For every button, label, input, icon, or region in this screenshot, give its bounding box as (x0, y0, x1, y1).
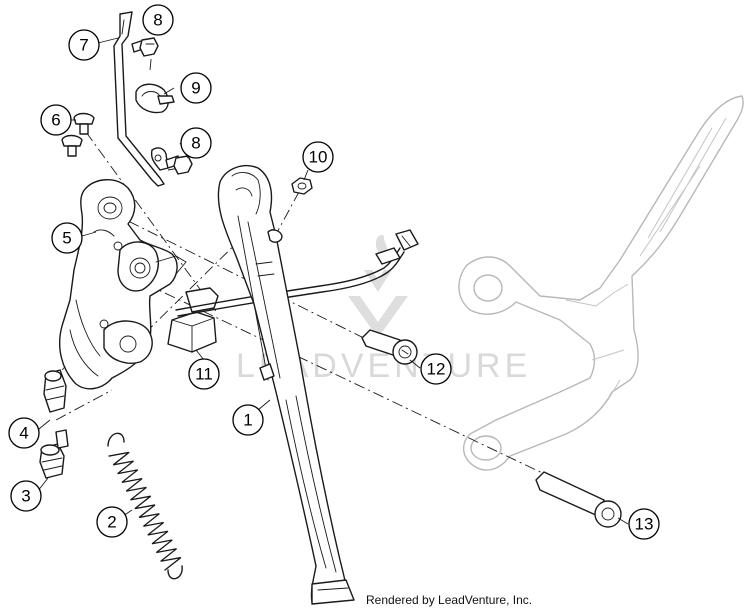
callout-5-label: 5 (62, 229, 71, 248)
callout-1-label: 1 (243, 411, 252, 430)
callout-4-label: 4 (19, 424, 28, 443)
callout-8-lower-label: 8 (191, 134, 200, 153)
callout-10-label: 10 (309, 148, 328, 167)
bolt-lower (165, 155, 193, 175)
callout-6: 6 (40, 104, 72, 136)
callout-8-upper-label: 8 (153, 11, 162, 30)
pivot-pin-upper (361, 329, 418, 365)
hex-nut (291, 177, 313, 195)
callout-12: 12 (420, 353, 452, 385)
callout-7: 7 (68, 29, 100, 61)
side-stand-switch (167, 287, 219, 353)
rivets (61, 112, 95, 157)
callout-11-label: 11 (195, 365, 213, 384)
callout-2: 2 (96, 506, 128, 538)
pivot-pin-lower (535, 471, 622, 528)
callout-9-label: 9 (191, 79, 200, 98)
pin-part-3 (39, 429, 69, 479)
callout-3-label: 3 (21, 487, 30, 506)
stand-bracket (59, 179, 187, 390)
callout-12-label: 12 (427, 360, 446, 379)
spring (107, 432, 183, 580)
cable-tie (135, 83, 175, 114)
callout-5: 5 (51, 222, 83, 254)
callouts: 1 2 3 4 5 6 7 8 8 9 10 11 12 13 (8, 4, 660, 540)
ghost-footrest-bracket (458, 95, 744, 471)
side-stand (217, 164, 355, 605)
callout-10: 10 (302, 141, 334, 173)
callout-8-lower: 8 (180, 127, 212, 159)
callout-9: 9 (180, 72, 212, 104)
callout-3: 3 (10, 480, 42, 512)
callout-1: 1 (232, 404, 264, 436)
callout-4: 4 (8, 417, 40, 449)
pin-part-4 (43, 369, 67, 413)
bolt-upper (131, 37, 159, 57)
spring-coils (108, 451, 182, 571)
callout-8-upper: 8 (142, 4, 174, 36)
callout-2-label: 2 (107, 513, 116, 532)
callout-13-label: 13 (635, 515, 654, 534)
footer-credit: Rendered by LeadVenture, Inc. (366, 593, 533, 607)
callout-11: 11 (188, 358, 220, 390)
callout-13: 13 (628, 508, 660, 540)
callout-6-label: 6 (51, 111, 60, 130)
switch-cable (175, 229, 419, 317)
callout-7-label: 7 (79, 36, 88, 55)
